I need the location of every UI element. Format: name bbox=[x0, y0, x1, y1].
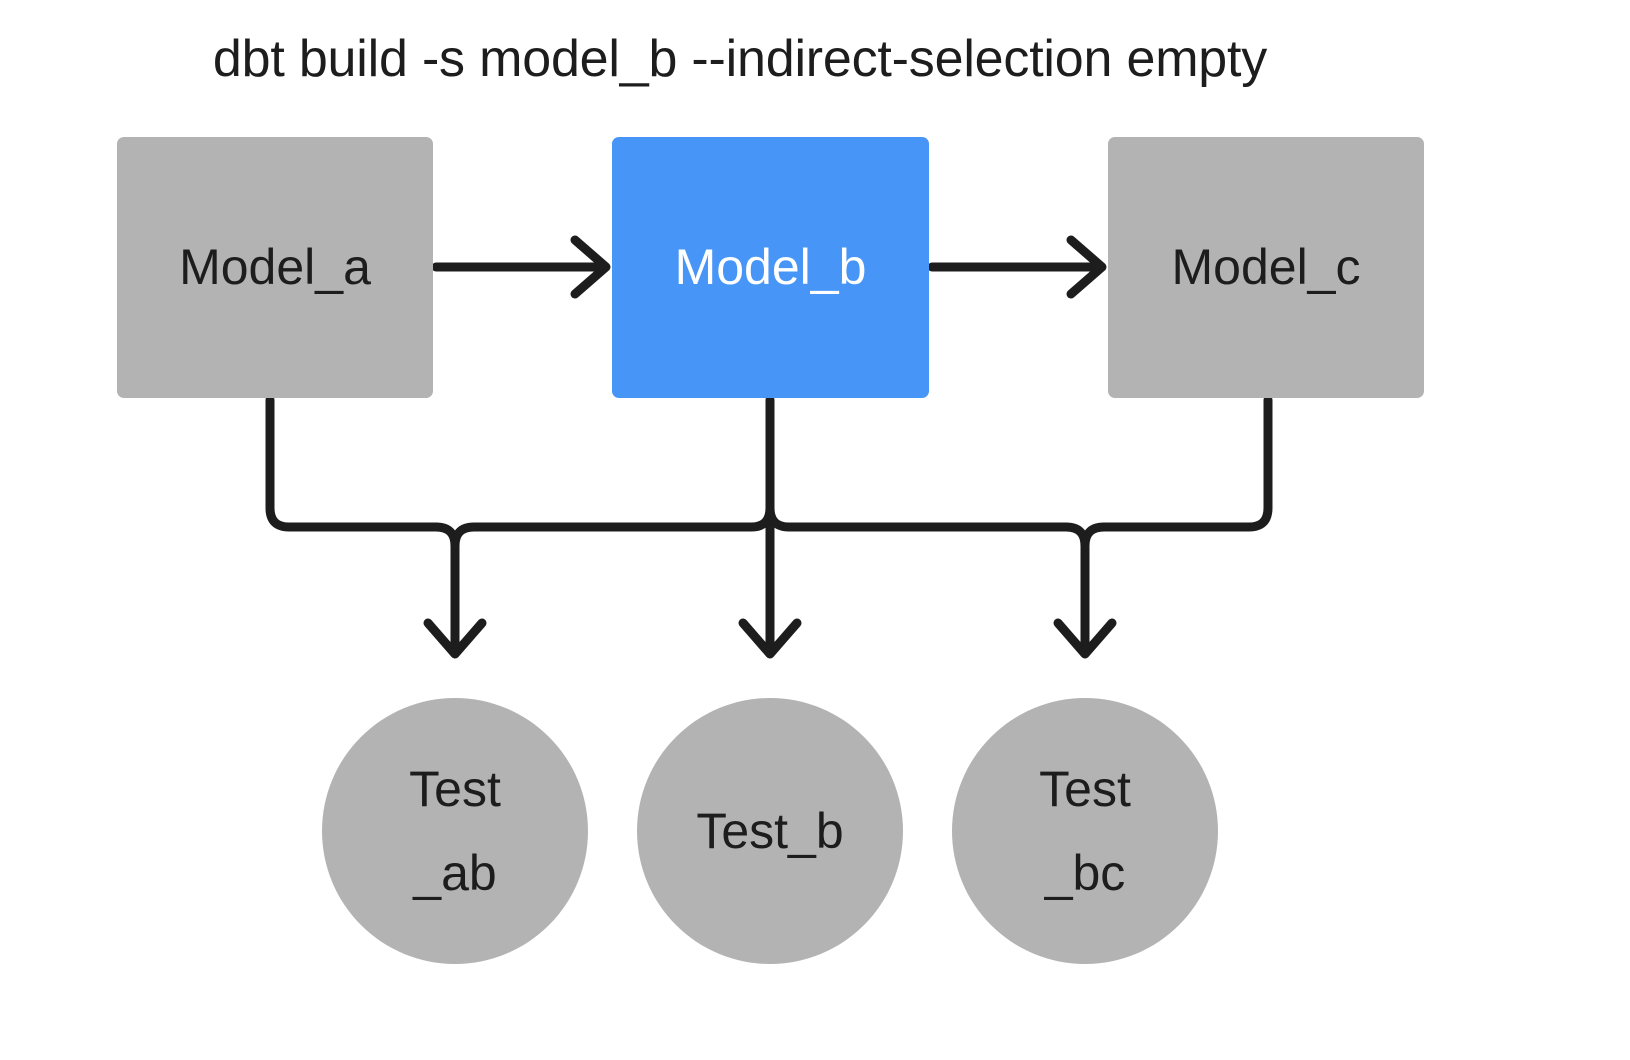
node-test-bc[interactable]: Test _bc bbox=[952, 698, 1218, 964]
edge-model-b-branch-right bbox=[765, 503, 1071, 532]
edge-model-a-to-model-b-arrowhead bbox=[570, 235, 611, 299]
edge-junction-drop-test-bc-right bbox=[1080, 522, 1109, 551]
node-test-b[interactable]: Test_b bbox=[637, 698, 903, 964]
arrowhead-test-bc bbox=[1053, 618, 1117, 659]
node-model-b[interactable]: Model_b bbox=[612, 137, 929, 398]
arrowhead-test-ab bbox=[423, 618, 487, 659]
node-model-a-label: Model_a bbox=[179, 239, 371, 295]
edge-junction-drop-test-ab-right bbox=[450, 522, 479, 551]
node-test-bc-label-line-2: _bc bbox=[1044, 845, 1126, 901]
node-test-ab[interactable]: Test _ab bbox=[322, 698, 588, 964]
node-model-c-label: Model_c bbox=[1171, 239, 1361, 295]
node-model-a[interactable]: Model_a bbox=[117, 137, 433, 398]
node-model-b-label: Model_b bbox=[674, 239, 867, 295]
diagram-title: dbt build -s model_b --indirect-selectio… bbox=[212, 30, 1268, 88]
node-test-ab-label-line-2: _ab bbox=[413, 845, 497, 901]
arrowhead-test-b bbox=[738, 618, 802, 659]
edge-model-b-to-model-c-arrowhead bbox=[1066, 235, 1107, 299]
node-test-ab-label-line-1: Test bbox=[409, 761, 501, 817]
edge-model-b-branch-left bbox=[469, 503, 775, 532]
edge-model-c-stem bbox=[1099, 395, 1273, 532]
node-test-bc-label-line-1: Test bbox=[1039, 761, 1131, 817]
node-test-b-label-line-1: Test_b bbox=[696, 802, 844, 859]
edge-model-a-stem bbox=[265, 395, 441, 532]
node-model-c[interactable]: Model_c bbox=[1108, 137, 1424, 398]
